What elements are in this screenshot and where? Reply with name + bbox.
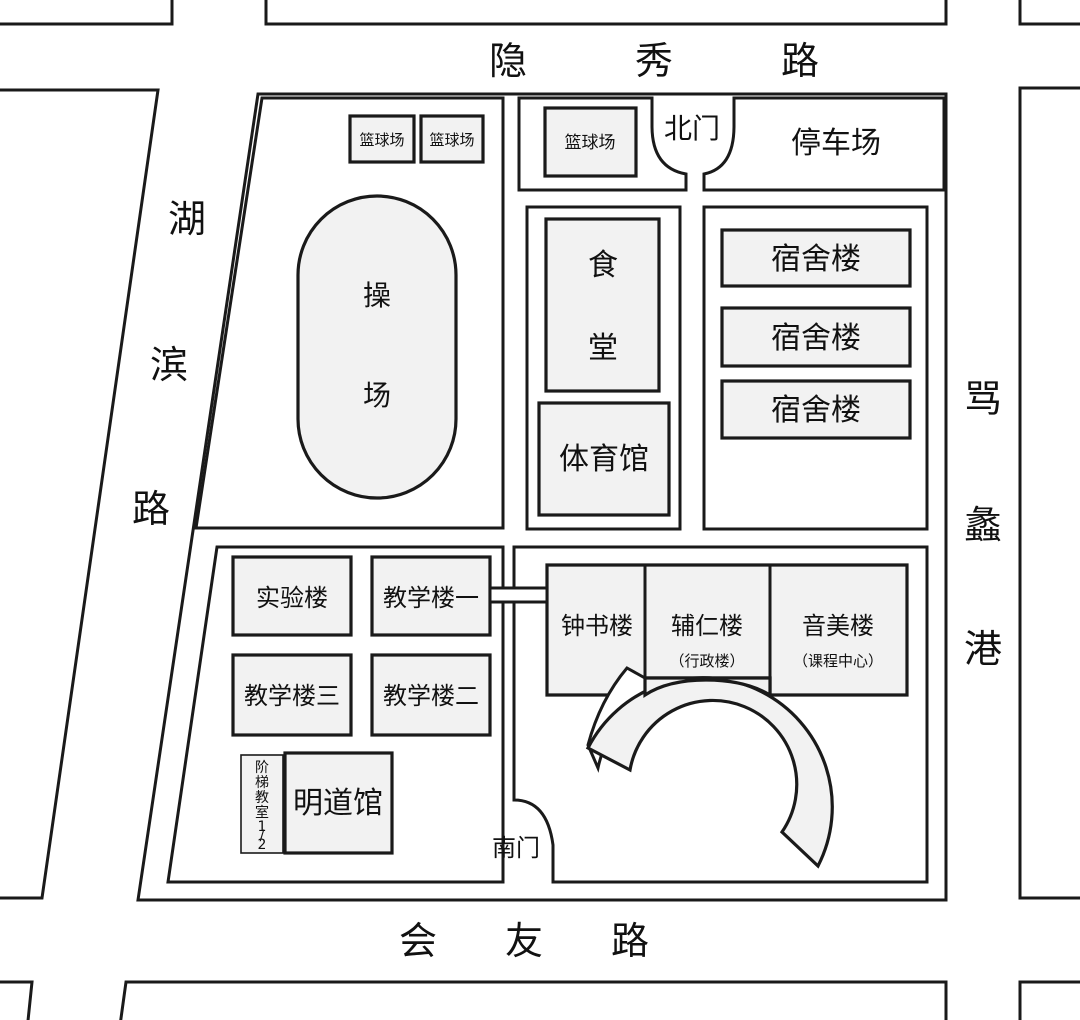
teaching-building-2[interactable] [370,653,492,737]
road-north-char-3: 路 [781,39,819,83]
canteen-label-1: 食 [588,248,618,283]
road-south-char-2: 友 [505,919,543,963]
furen-sub-label: （行政楼） [669,652,744,670]
building-labels: 篮球场 篮球场 篮球场 停车场 操 场 食 堂 体育馆 宿舍楼 宿舍楼 宿舍楼 … [244,126,883,853]
lecture-hall[interactable] [240,754,284,854]
parking-label: 停车场 [791,126,881,161]
mingdao-hall[interactable] [283,751,394,855]
basketball-court-1[interactable] [348,114,416,164]
south-gate-label[interactable]: 南门 [492,834,540,862]
teaching-1-label: 教学楼一 [383,584,479,612]
road-south-char-3: 路 [611,919,649,963]
road-west-char-2: 滨 [150,343,188,387]
north-strip-east [702,96,946,192]
block-right [1018,86,1080,900]
furen-label: 辅仁楼 [671,612,743,640]
mingdao-label: 明道馆 [293,786,383,821]
road-north-char-2: 秀 [635,39,673,83]
road-east-char-2: 蠡 [964,503,1002,547]
basketball-court-2[interactable] [419,114,485,164]
block-top-middle [264,0,948,26]
lecture-hall-char-3: 教 [255,790,269,806]
teaching-building-1[interactable] [370,555,492,637]
lecture-hall-char-7: 2 [258,837,267,853]
teaching-2-label: 教学楼二 [383,682,479,710]
road-east-char-1: 骂 [964,377,1002,421]
canteen[interactable] [544,217,661,393]
dorm-2-label: 宿舍楼 [771,321,861,356]
block-bottom-right [1018,980,1080,1020]
dorm-2[interactable] [720,306,912,368]
road-east-char-3: 港 [964,627,1002,671]
road-north-char-1: 隐 [489,39,527,83]
gym-label: 体育馆 [559,442,649,477]
road-labels: 隐 秀 路 会 友 路 湖 滨 路 骂 蠡 港 [132,39,1002,963]
basketball-3-label: 篮球场 [565,133,616,153]
canteen-label-2: 堂 [588,331,618,366]
lab-label: 实验楼 [256,584,328,612]
road-west-char-3: 路 [132,487,170,531]
playground-label-2: 场 [363,379,391,412]
gym[interactable] [537,401,671,517]
yinmei-sub-label: （课程中心） [793,652,883,670]
skybridge [488,586,549,604]
dorm-3[interactable] [720,379,912,440]
dorm-1-label: 宿舍楼 [771,242,861,277]
yinmei-label: 音美楼 [802,612,874,640]
teaching-3-label: 教学楼三 [244,682,340,710]
block-top-right [1018,0,1080,26]
road-west-char-1: 湖 [168,197,206,241]
dorm-1[interactable] [720,228,912,288]
lecture-hall-char-4: 室 [255,804,269,821]
zhongshu-label: 钟书楼 [561,612,633,640]
north-gate-label[interactable]: 北门 [664,112,720,145]
teaching-building-3[interactable] [231,653,353,737]
lecture-hall-char-6: / [260,828,265,844]
block-bottom-middle [119,980,948,1020]
road-south-char-1: 会 [399,919,437,963]
basketball-2-label: 篮球场 [429,131,474,149]
block-left [0,88,160,900]
lecture-hall-char-5: 1 [258,819,267,835]
lecture-hall-char-1: 阶 [255,760,269,776]
playground[interactable] [296,194,458,500]
lab-building[interactable] [231,555,353,637]
dorm-3-label: 宿舍楼 [771,393,861,428]
basketball-court-3[interactable] [543,106,638,178]
basketball-1-label: 篮球场 [359,131,404,149]
playground-label-1: 操 [363,279,391,312]
crescent-connector [643,676,772,698]
lecture-hall-char-2: 梯 [255,775,269,791]
block-bottom-left [0,980,34,1020]
block-top-left [0,0,174,26]
gate-labels: 北门 南门 [492,112,720,862]
